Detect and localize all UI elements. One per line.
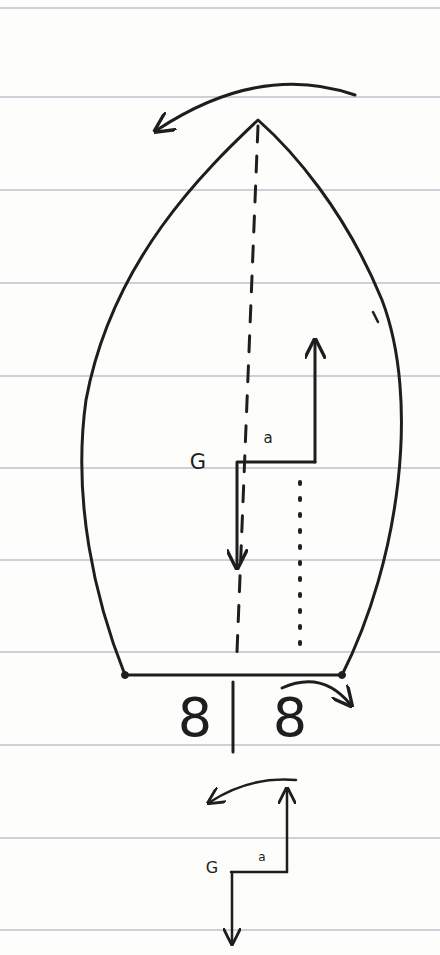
ruled-line [0,837,440,839]
buoyancy-arrow [286,790,289,872]
ruled-line [0,744,440,746]
centre-of-gravity-label: G [206,860,218,876]
ruled-line [0,467,440,469]
buoyancy-arrow [314,342,317,462]
corner-dot [339,672,346,679]
hull-outline [82,120,402,675]
number-label: 8 [273,691,307,745]
tick-mark [373,312,378,322]
corner-dot [122,672,129,679]
ruled-line [0,375,440,377]
weight-arrow [236,462,239,566]
distance-label: a [263,431,272,446]
dotted-line [298,482,302,652]
ruled-line [0,559,440,561]
weight-arrow [231,872,234,942]
centre-of-gravity-label: G [190,452,206,473]
centre-line [237,126,258,652]
rotation-arrow [210,779,296,802]
number-label: 8 [178,691,212,745]
ruled-line [0,7,440,9]
lever-arm [238,461,315,464]
ruled-line [0,189,440,191]
ruled-line [0,929,440,931]
lever-arm [231,871,287,874]
distance-label: a [258,851,265,863]
ruled-line [0,651,440,653]
ruled-lines [0,8,440,930]
divider-line [232,682,235,752]
